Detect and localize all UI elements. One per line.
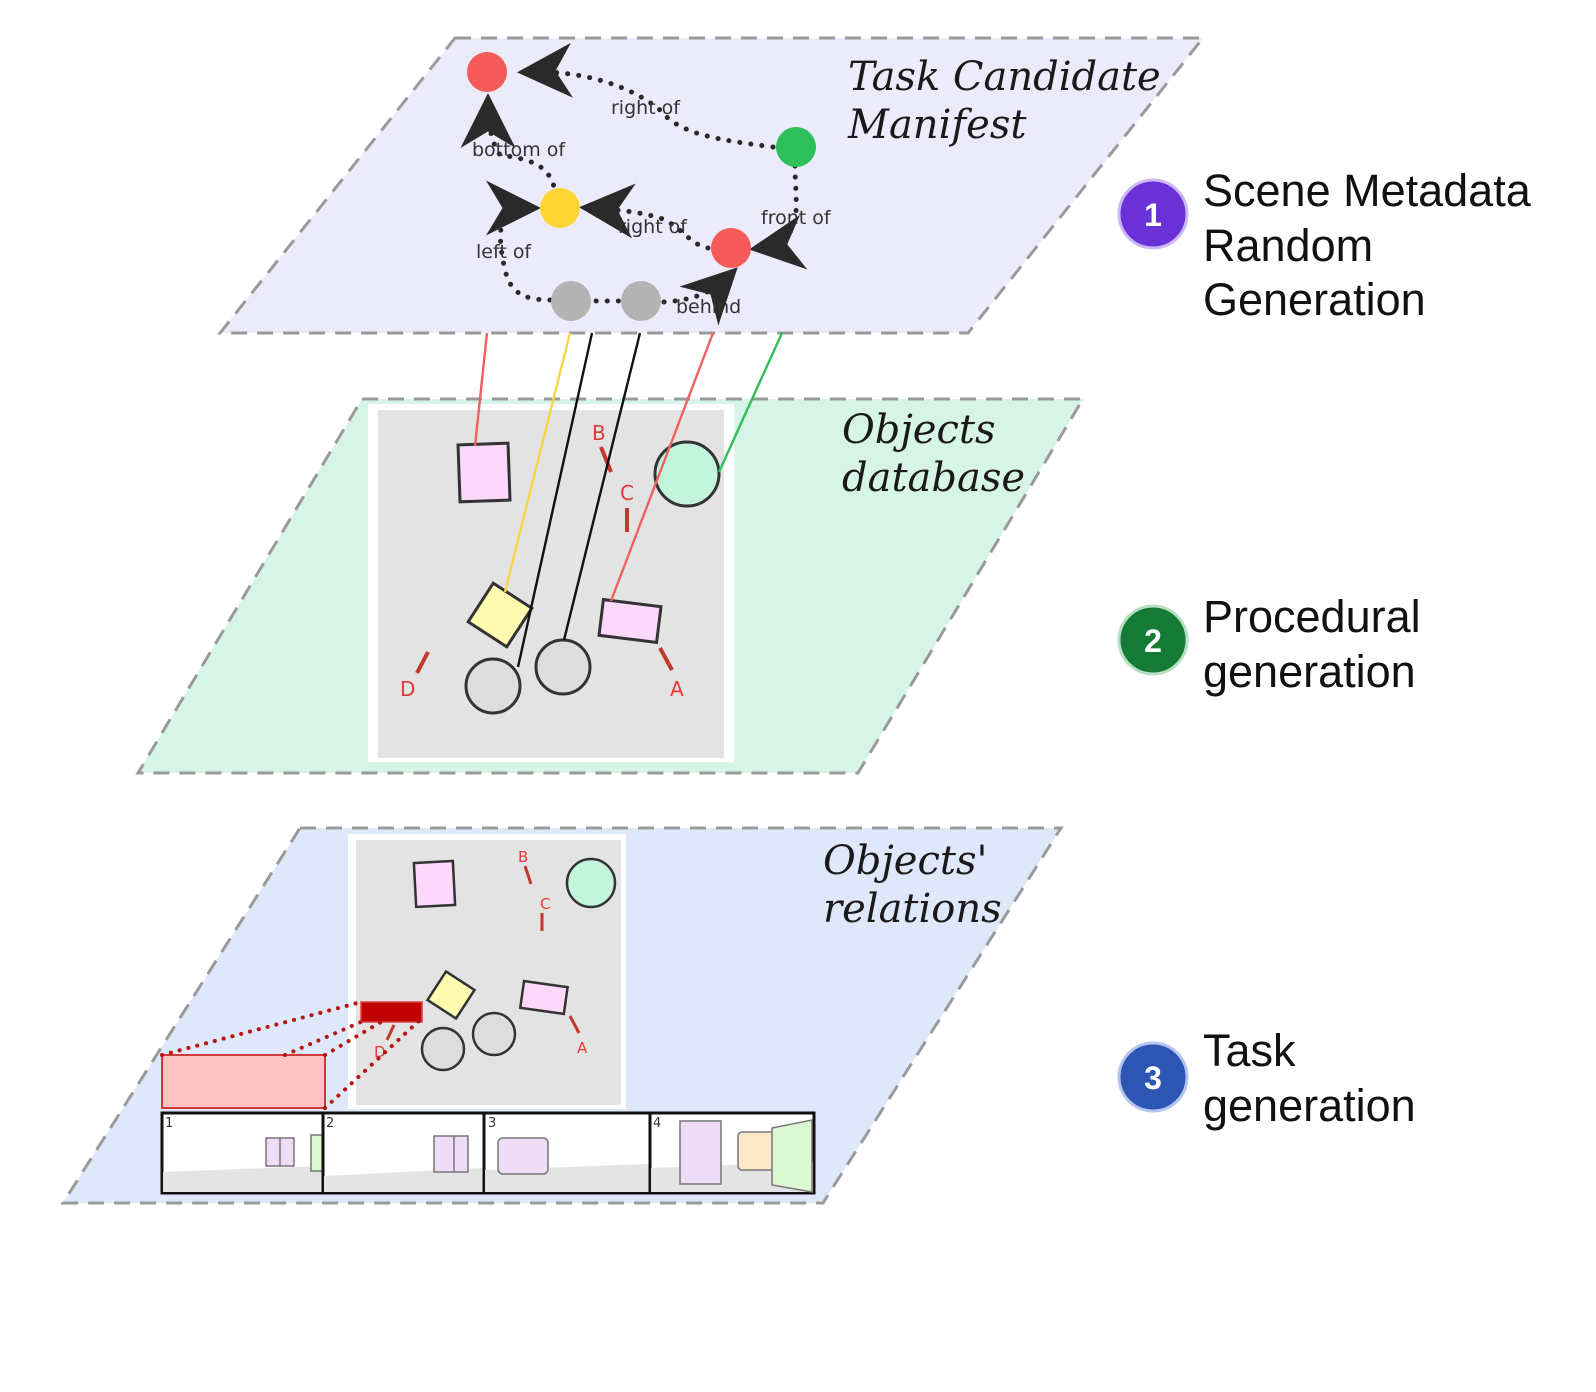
view-panel-1: 1 xyxy=(160,1111,325,1195)
node-red-mid xyxy=(711,228,751,268)
view-number: 4 xyxy=(653,1116,661,1131)
layer-objects-database: B C A D Objects database xyxy=(135,397,1086,775)
link-yellow-to-yellow-square xyxy=(503,332,572,593)
relation-edges xyxy=(460,42,808,326)
edge-label-left-of: left of xyxy=(476,241,532,263)
object-yellow-square xyxy=(466,581,534,649)
step-title-line-1: Task xyxy=(1203,1025,1296,1076)
object-gray-circle-right xyxy=(534,638,592,696)
step-number: 1 xyxy=(1144,197,1162,233)
camera-marker-a: A xyxy=(658,647,684,701)
svg-text:A: A xyxy=(577,1039,588,1057)
edge-label-right-of-top: right of xyxy=(611,97,681,119)
camera-marker-b: B xyxy=(592,421,613,473)
link-gray-right-to-gray-circle xyxy=(562,332,642,641)
layer-title-line-2: Manifest xyxy=(847,102,1027,148)
layer-title-line-2: relations xyxy=(823,886,1002,932)
edge-right-of-mid xyxy=(579,183,711,251)
object-gray-circle-right xyxy=(471,1011,517,1057)
zoomed-region-box xyxy=(161,1054,326,1109)
camera-marker-b: B xyxy=(518,848,533,885)
view-panel-2: 2 xyxy=(321,1111,486,1195)
step-title-line-2: generation xyxy=(1203,1080,1416,1131)
node-green xyxy=(776,127,816,167)
object-mint-circle xyxy=(565,857,617,909)
step-title-line-2: generation xyxy=(1203,646,1416,697)
camera-marker-d: D xyxy=(400,651,430,701)
link-gray-left-to-gray-circle xyxy=(516,332,594,668)
layer-task-candidate-manifest: right of bottom of right of front of lef… xyxy=(216,36,1207,335)
node-gray-left xyxy=(551,281,591,321)
object-yellow-square xyxy=(425,969,477,1021)
highlighted-region xyxy=(360,1001,423,1023)
layer-title-line-1: Task Candidate xyxy=(848,54,1161,100)
camera-marker-c: C xyxy=(620,481,634,532)
step-2: 2 Procedural generation xyxy=(1117,591,1421,697)
step-title-line-2: Random xyxy=(1203,220,1373,271)
svg-text:B: B xyxy=(518,848,528,866)
node-gray-right xyxy=(621,281,661,321)
edge-left-of xyxy=(485,180,553,303)
step-badge xyxy=(1117,604,1189,676)
step-badge xyxy=(1117,1041,1189,1113)
svg-text:B: B xyxy=(592,421,606,445)
object-pink-rect xyxy=(597,597,663,645)
rendered-views-strip: 1 2 3 4 xyxy=(160,1111,816,1195)
step-3: 3 Task generation xyxy=(1117,1025,1416,1131)
camera-marker-a: A xyxy=(568,1015,588,1057)
object-pink-square xyxy=(412,859,457,909)
step-title-line-1: Procedural xyxy=(1203,591,1421,642)
step-number: 2 xyxy=(1144,623,1162,659)
edge-label-behind: behind xyxy=(676,296,741,318)
node-object-links xyxy=(473,332,784,668)
object-pink-rect xyxy=(518,979,570,1016)
step-badge xyxy=(1117,178,1189,250)
object-pink-square xyxy=(456,441,512,504)
camera-marker-c: C xyxy=(540,895,550,931)
view-panel-4: 4 xyxy=(648,1111,816,1195)
edge-label-right-of-mid: right of xyxy=(618,216,688,238)
svg-text:C: C xyxy=(620,481,634,505)
svg-text:C: C xyxy=(540,895,550,913)
node-red-top xyxy=(467,52,507,92)
step-title-line-3: Generation xyxy=(1203,274,1426,325)
layer-title-line-1: Objects' xyxy=(823,838,987,884)
link-red-top-to-pink-square xyxy=(473,332,489,447)
object-mint-circle xyxy=(653,440,721,508)
step-1: 1 Scene Metadata Random Generation xyxy=(1117,165,1532,325)
layer-objects-relations: B C A D xyxy=(60,826,1064,1205)
node-yellow xyxy=(540,188,580,228)
edge-behind xyxy=(661,267,738,326)
view-number: 1 xyxy=(165,1116,173,1131)
layer-title-line-2: database xyxy=(842,455,1025,501)
step-number: 3 xyxy=(1144,1060,1162,1096)
projection-lines xyxy=(160,1000,424,1110)
layer-title-line-1: Objects xyxy=(842,407,995,453)
edge-bottom-of xyxy=(460,93,559,199)
object-gray-circle-left xyxy=(464,657,522,715)
object-gray-circle-left xyxy=(420,1026,466,1072)
camera-marker-d: D xyxy=(374,1024,396,1061)
view-number: 3 xyxy=(488,1116,496,1131)
edge-label-front-of: front of xyxy=(761,207,832,229)
edge-right-of-top xyxy=(517,42,776,150)
svg-text:D: D xyxy=(400,677,415,701)
edge-label-bottom-of: bottom of xyxy=(472,139,566,161)
svg-text:D: D xyxy=(374,1043,386,1061)
link-green-to-mint-circle xyxy=(717,332,784,473)
edge-front-of xyxy=(749,163,808,270)
view-panel-3: 3 xyxy=(482,1111,652,1195)
view-number: 2 xyxy=(326,1116,334,1131)
svg-text:A: A xyxy=(670,677,684,701)
step-title-line-1: Scene Metadata xyxy=(1203,165,1532,216)
link-red-mid-to-pink-rect xyxy=(609,332,715,602)
